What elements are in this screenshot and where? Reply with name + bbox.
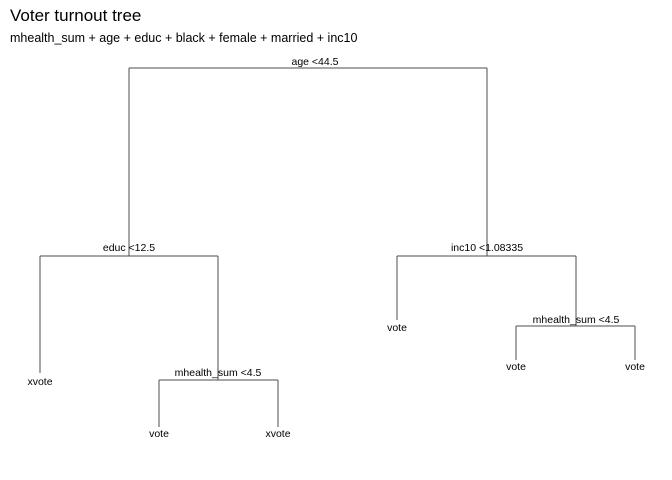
split-node-right: inc10 <1.08335 [396, 242, 577, 326]
leaf-label-right-right-right: vote [625, 361, 645, 373]
split-node-right-right: mhealth_sum <4.5 [515, 314, 636, 360]
split-label-right: inc10 <1.08335 [451, 242, 523, 254]
split-label-left: educ <12.5 [103, 242, 155, 254]
split-node-left-right: mhealth_sum <4.5 [158, 367, 279, 427]
split-node-left: educ <12.5 [39, 242, 219, 380]
plot-subtitle: mhealth_sum + age + educ + black + femal… [10, 31, 358, 45]
split-label-right-right: mhealth_sum <4.5 [533, 314, 620, 326]
leaf-label-right-right-left: vote [506, 361, 526, 373]
plot-title: Voter turnout tree [10, 6, 142, 25]
split-label-root: age <44.5 [291, 56, 338, 68]
leaf-label-left-right-left: vote [149, 428, 169, 440]
split-node-root: age <44.5 [128, 56, 488, 256]
split-label-left-right: mhealth_sum <4.5 [175, 367, 262, 379]
leaf-label-left-right-right: xvote [265, 428, 290, 440]
leaf-label-left-left: xvote [27, 376, 52, 388]
leaf-label-right-left: vote [387, 322, 407, 334]
